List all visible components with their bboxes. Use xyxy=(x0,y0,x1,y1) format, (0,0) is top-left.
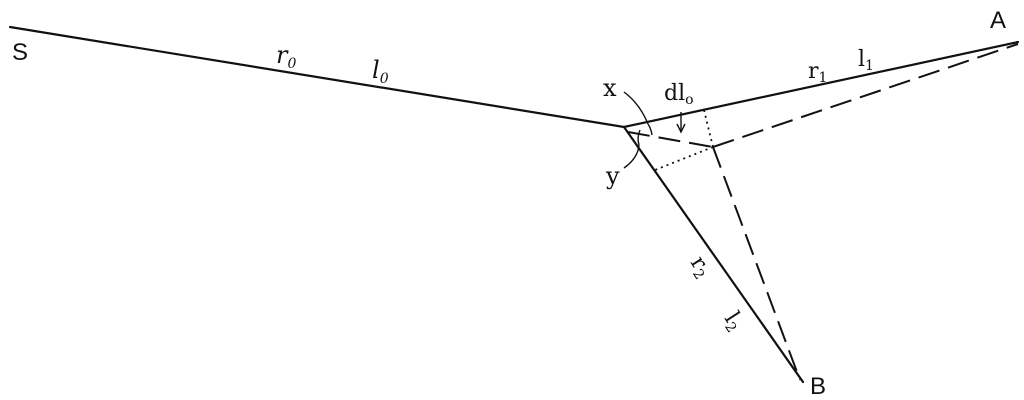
angle-x-arc xyxy=(647,123,653,136)
label-l1-sub: 1 xyxy=(865,58,874,74)
ray-s-to-vertex xyxy=(8,25,626,129)
label-r2-group: r2 xyxy=(683,252,716,283)
label-l0-sub: 0 xyxy=(380,71,389,87)
label-l0-main: l xyxy=(372,56,380,84)
y-leader-line xyxy=(623,144,640,169)
label-r1-sub: 1 xyxy=(819,70,828,86)
dashed-displaced-to-a xyxy=(712,43,1019,148)
point-s-label: S xyxy=(12,39,28,66)
label-l1: l1 xyxy=(858,47,874,74)
angle-y-arc xyxy=(637,129,641,146)
dashed-displaced-to-b xyxy=(712,146,801,381)
label-r2: r2 xyxy=(683,252,716,283)
dl0-arrow-head xyxy=(676,123,686,134)
label-r0: r0 xyxy=(276,41,296,72)
point-b-label: B xyxy=(810,373,826,400)
point-a-label: A xyxy=(990,7,1006,34)
label-l2-group: l2 xyxy=(717,308,748,336)
angle-y-label: y xyxy=(605,162,620,190)
angle-x-label: x xyxy=(603,74,617,102)
ray-vertex-to-b xyxy=(622,125,805,384)
label-l1-main: l xyxy=(858,47,865,72)
label-r1: r1 xyxy=(808,59,827,86)
label-dl0-main: dl xyxy=(664,81,685,106)
label-dl0-sub: o xyxy=(685,92,693,108)
label-r0-main: r xyxy=(276,41,289,69)
label-r1-main: r xyxy=(808,59,819,84)
label-l0: l0 xyxy=(372,56,389,87)
dotted-line-vertical xyxy=(703,109,714,148)
dashed-vertex-to-displaced-point xyxy=(627,131,714,148)
label-dl0: dlo xyxy=(664,81,694,108)
label-l2: l2 xyxy=(717,308,748,336)
ray-vertex-to-a xyxy=(622,40,1020,129)
x-leader-line xyxy=(623,91,649,125)
label-r0-sub: 0 xyxy=(287,56,296,72)
dotted-line-to-ray-b xyxy=(654,146,714,171)
